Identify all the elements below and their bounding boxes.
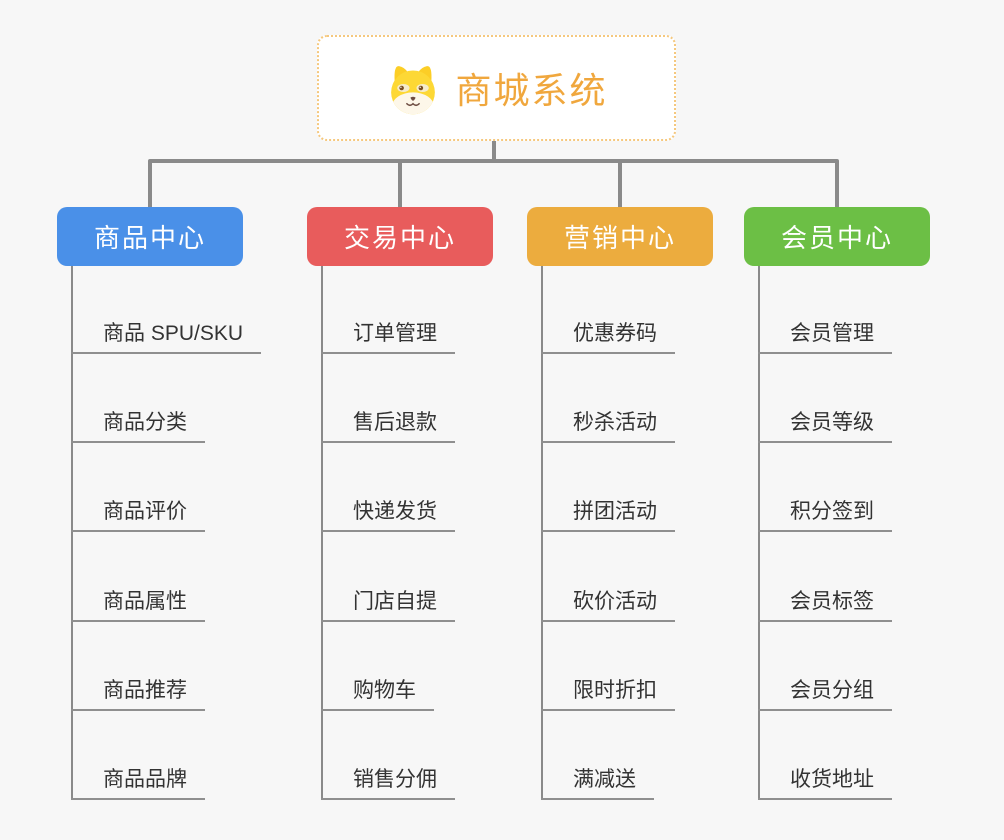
branch-header-label: 交易中心	[343, 223, 456, 253]
branch-header-0[interactable]: 商品中心	[57, 207, 243, 266]
tree-node-item[interactable]: 门店自提	[321, 584, 455, 622]
dog-icon	[391, 66, 436, 115]
branch-column-1: 订单管理售后退款快递发货门店自提购物车销售分佣	[321, 266, 551, 800]
tree-node-item[interactable]: 拼团活动	[541, 494, 675, 532]
branch-header-3[interactable]: 会员中心	[744, 207, 930, 266]
branch-column-line	[321, 266, 323, 800]
tree-node-item[interactable]: 会员管理	[758, 316, 892, 354]
branch-header-2[interactable]: 营销中心	[527, 207, 713, 266]
tree-node-item[interactable]: 快递发货	[321, 494, 455, 532]
tree-node-item[interactable]: 限时折扣	[541, 673, 675, 711]
tree-node-item[interactable]: 销售分佣	[321, 762, 455, 800]
tree-node-item[interactable]: 优惠券码	[541, 316, 675, 354]
branch-header-label: 商品中心	[93, 223, 206, 253]
tree-node-item[interactable]: 会员标签	[758, 584, 892, 622]
branch-column-3: 会员管理会员等级积分签到会员标签会员分组收货地址	[758, 266, 988, 800]
branch-header-label: 会员中心	[780, 223, 893, 253]
tree-node-item[interactable]: 售后退款	[321, 405, 455, 443]
tree-node-item[interactable]: 收货地址	[758, 762, 892, 800]
branch-column-line	[758, 266, 760, 800]
tree-node-item[interactable]: 商品评价	[71, 494, 205, 532]
tree-node-item[interactable]: 商品属性	[71, 584, 205, 622]
tree-node-item[interactable]: 商品 SPU/SKU	[71, 316, 262, 354]
tree-node-item[interactable]: 满减送	[541, 762, 654, 800]
tree-node-item[interactable]: 商品推荐	[71, 673, 205, 711]
branch-column-line	[541, 266, 543, 800]
tree-node-item[interactable]: 积分签到	[758, 494, 892, 532]
root-title: 商城系统	[455, 70, 608, 111]
tree-node-item[interactable]: 会员等级	[758, 405, 892, 443]
root-node[interactable]: 商城系统	[317, 35, 676, 141]
branch-column-0: 商品 SPU/SKU 商品分类商品评价商品属性商品推荐商品品牌	[71, 266, 301, 800]
tree-node-item[interactable]: 商品分类	[71, 405, 205, 443]
branch-column-2: 优惠券码秒杀活动拼团活动砍价活动限时折扣满减送	[541, 266, 771, 800]
branch-column-line	[71, 266, 73, 800]
tree-node-item[interactable]: 订单管理	[321, 316, 455, 354]
tree-node-item[interactable]: 砍价活动	[541, 584, 675, 622]
branch-header-1[interactable]: 交易中心	[307, 207, 493, 266]
tree-node-item[interactable]: 商品品牌	[71, 762, 205, 800]
tree-node-item[interactable]: 秒杀活动	[541, 405, 675, 443]
tree-node-item[interactable]: 会员分组	[758, 673, 892, 711]
branch-header-label: 营销中心	[563, 223, 676, 253]
tree-node-item[interactable]: 购物车	[321, 673, 434, 711]
